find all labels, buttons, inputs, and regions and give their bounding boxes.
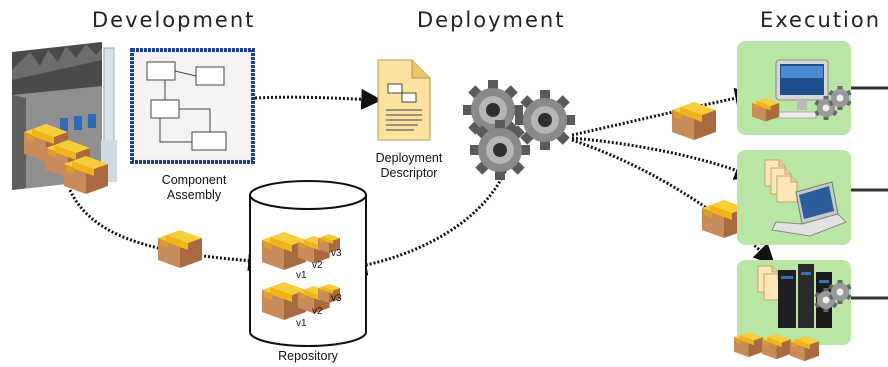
laptop-icon xyxy=(771,181,847,237)
version-label: v3 xyxy=(331,293,342,304)
package-icon xyxy=(790,336,820,362)
deployment-descriptor-label-line2: Descriptor xyxy=(380,166,438,180)
execution-node-desktop xyxy=(737,41,888,135)
package-icon xyxy=(752,98,780,122)
component-assembly-icon xyxy=(130,48,255,164)
phase-title-execution: Execution xyxy=(760,8,882,32)
package-icon xyxy=(158,230,202,268)
phase-title-development: Development xyxy=(92,8,256,32)
version-label: v3 xyxy=(331,248,342,259)
repository-label: Repository xyxy=(278,349,338,363)
execution-node-server xyxy=(734,260,888,362)
component-assembly-label-line1: Component xyxy=(161,173,227,187)
package-icon xyxy=(762,334,792,360)
version-label: v2 xyxy=(312,306,323,317)
deployment-descriptor-label-line1: Deployment xyxy=(375,151,443,165)
package-icon xyxy=(672,102,716,140)
desktop-computer-icon xyxy=(771,59,829,119)
phase-title-deployment: Deployment xyxy=(417,8,566,32)
component-assembly-label: Component Assembly xyxy=(146,173,242,203)
component-assembly-label-line2: Assembly xyxy=(166,188,222,202)
version-label: v1 xyxy=(296,318,307,329)
deployment-descriptor-label: Deployment Descriptor xyxy=(364,151,454,181)
version-label: v1 xyxy=(296,270,307,281)
document-icon xyxy=(776,175,798,203)
document-icon xyxy=(377,59,431,141)
execution-node-laptop xyxy=(737,150,888,245)
package-icon xyxy=(64,156,108,194)
version-label: v2 xyxy=(312,260,323,271)
gears-icon xyxy=(463,80,575,180)
package-icon xyxy=(734,332,764,358)
